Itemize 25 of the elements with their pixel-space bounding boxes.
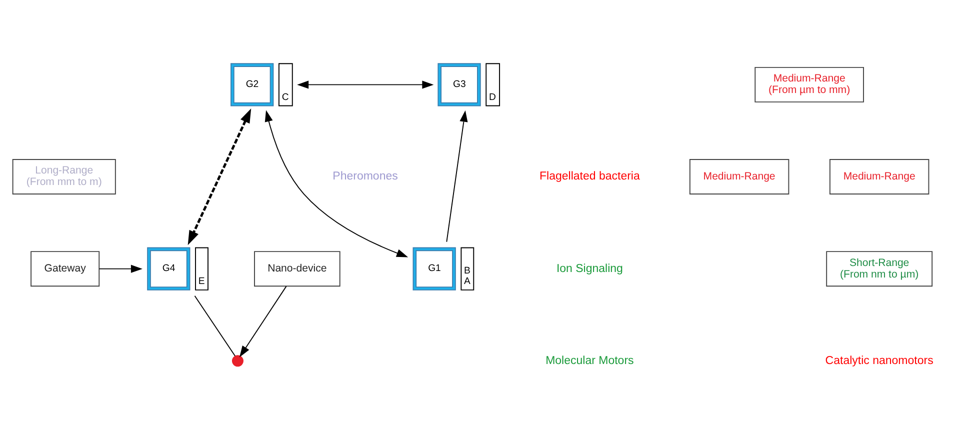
node-label: E	[198, 276, 205, 288]
node-label: A	[464, 276, 470, 288]
arrow	[239, 286, 287, 358]
arrow	[188, 108, 252, 246]
arrow	[297, 80, 434, 89]
arrow	[98, 264, 142, 273]
connector	[194, 295, 236, 356]
label: Catalytic nanomotors	[825, 354, 934, 367]
label: Pheromones	[332, 170, 398, 183]
node-label: B	[464, 266, 470, 277]
node-box: Gateway	[30, 251, 100, 287]
node-box: Nano-device	[254, 251, 340, 287]
node-box: Short-Range (From nm to µm)	[826, 251, 933, 287]
label: Ion Signaling	[556, 262, 623, 275]
label: Molecular Motors	[546, 354, 634, 367]
node-box: Long-Range (From mm to m)	[12, 159, 116, 194]
node-circle	[232, 355, 244, 367]
node-box: Medium-Range (From µm to mm)	[754, 66, 864, 102]
node-label: C	[282, 92, 289, 104]
label: Flagellated bacteria	[540, 170, 640, 183]
node-box: Medium-Range	[829, 159, 930, 194]
node-box: Medium-Range	[689, 159, 790, 194]
arrow	[264, 110, 408, 258]
node-label: D	[488, 92, 496, 104]
arrow	[446, 110, 468, 242]
